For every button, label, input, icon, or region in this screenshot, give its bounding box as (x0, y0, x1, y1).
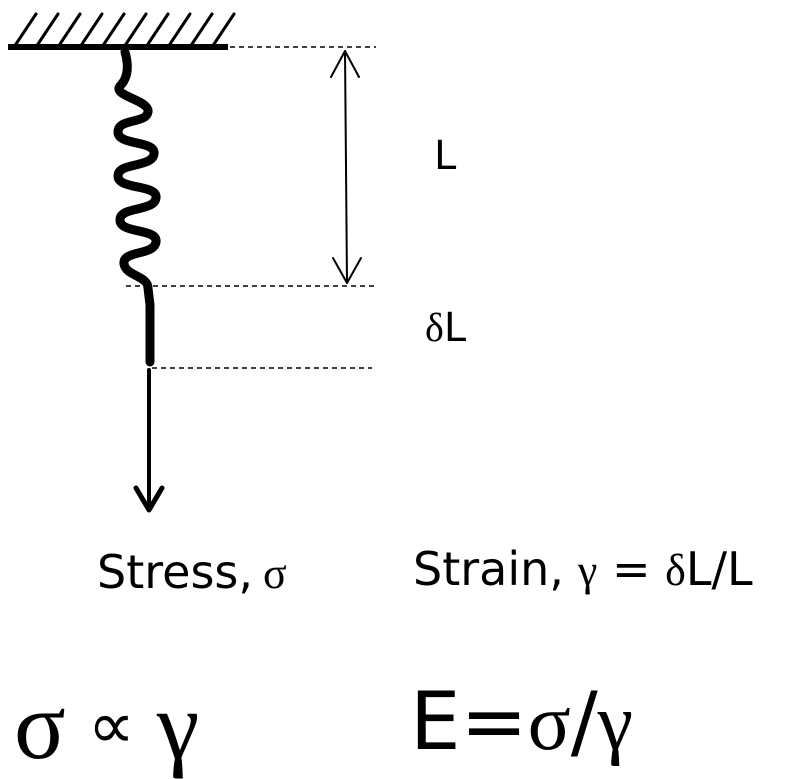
ceiling-support (8, 12, 236, 50)
strain-delta-symbol: δ (665, 546, 686, 595)
stress-label: Stress,σ (97, 549, 287, 596)
equals-sign: = (597, 542, 666, 596)
length-label: L (434, 136, 456, 176)
youngs-modulus-equation: E=σ/γ (410, 682, 633, 764)
spring-coil (113, 47, 161, 367)
youngs-slash: / (570, 675, 598, 768)
extension-length-symbol: L (443, 305, 467, 351)
sigma-symbol: σ (263, 549, 287, 598)
gamma-symbol: γ (577, 546, 598, 595)
length-dimension-arrow (330, 50, 362, 284)
length-symbol: L (434, 133, 457, 179)
strain-label: Strain,γ = δL/L (413, 546, 753, 593)
strain-text: Strain, (413, 542, 564, 596)
strain-ratio: L/L (685, 542, 753, 596)
youngs-sigma: σ (527, 679, 571, 767)
proportional-symbol: ∝ (87, 687, 135, 764)
ceiling-hatching (14, 12, 236, 46)
proportionality-equation: σ∝γ (14, 678, 199, 774)
force-arrow (133, 368, 165, 513)
extension-label: δL (425, 305, 467, 351)
delta-symbol: δ (425, 305, 444, 350)
gamma-large: γ (156, 672, 200, 779)
sigma-large: σ (14, 672, 66, 779)
youngs-lhs: E= (410, 675, 528, 768)
youngs-gamma: γ (597, 679, 634, 767)
stress-text: Stress, (97, 545, 253, 599)
